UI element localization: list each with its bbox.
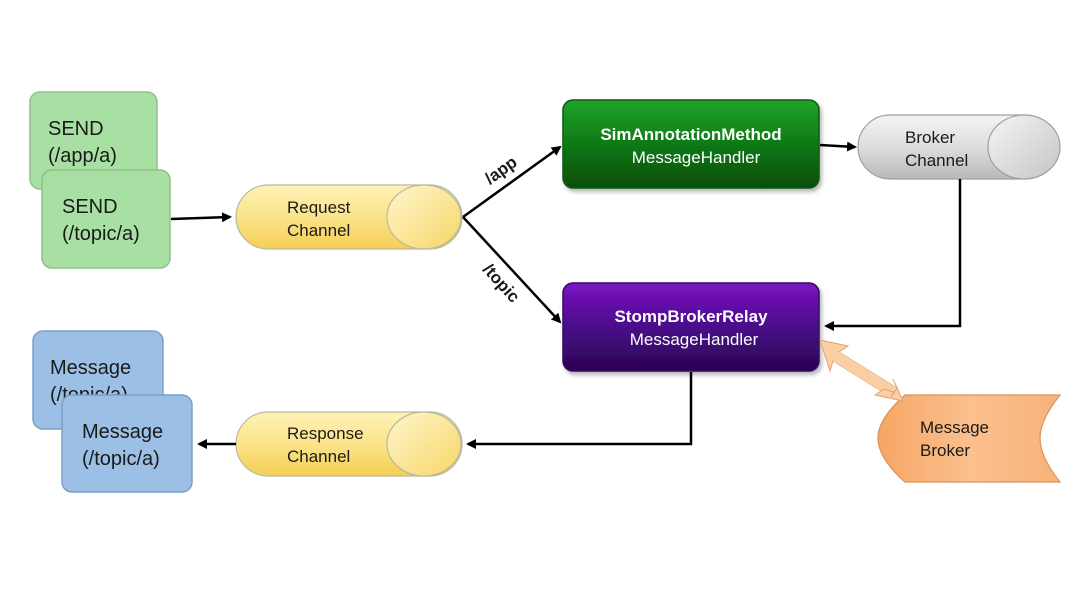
stomp-broker-relay-handler: StompBrokerRelay MessageHandler (562, 282, 820, 372)
send-card-topic-label: SEND (62, 196, 118, 218)
broker-channel-label-1: Broker (905, 128, 955, 147)
send-card-topic: SEND (/topic/a) (41, 169, 171, 269)
message-card-front-destination: (/topic/a) (82, 448, 160, 470)
message-broker-label-2: Broker (920, 441, 970, 460)
request-channel-label-1: Request (287, 198, 351, 217)
send-card-app: SEND (/app/a) (29, 91, 158, 190)
annotation-to-broker-channel-arrow (819, 141, 857, 152)
app-route-label: /app (481, 152, 520, 188)
message-broker: Message Broker (877, 394, 1062, 483)
broker-channel-to-relay-arrow (824, 179, 962, 331)
response-channel-label-2: Channel (287, 447, 350, 466)
relay-handler-title: StompBrokerRelay (614, 307, 768, 326)
send-to-request-arrow (170, 212, 232, 223)
message-card-front: Message (/topic/a) (61, 394, 193, 493)
request-channel-label-2: Channel (287, 221, 350, 240)
broker-channel-label-2: Channel (905, 151, 968, 170)
broker-channel: Broker Channel (857, 114, 1061, 180)
send-card-app-label: SEND (48, 118, 104, 140)
response-channel: Response Channel (235, 411, 463, 477)
response-channel-label-1: Response (287, 424, 364, 443)
send-card-app-destination: (/app/a) (48, 145, 117, 167)
request-to-annotation-arrow (462, 145, 562, 219)
message-card-front-label: Message (82, 421, 163, 443)
request-channel: Request Channel (235, 184, 463, 250)
relay-handler-subtitle: MessageHandler (630, 330, 759, 349)
send-card-topic-destination: (/topic/a) (62, 223, 140, 245)
message-card-back-label: Message (50, 357, 131, 379)
topic-route-label: /topic (479, 260, 523, 306)
request-to-relay-arrow (462, 216, 562, 324)
annotation-method-handler: SimAnnotationMethod MessageHandler (562, 99, 820, 189)
relay-to-response-arrow (466, 372, 693, 449)
message-broker-label-1: Message (920, 418, 989, 437)
annotation-handler-subtitle: MessageHandler (632, 148, 761, 167)
annotation-handler-title: SimAnnotationMethod (600, 125, 781, 144)
